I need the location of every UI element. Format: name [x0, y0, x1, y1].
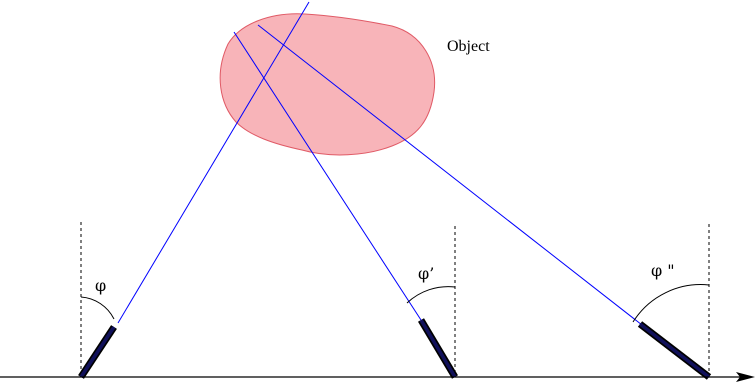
axis-arrowhead-icon — [736, 372, 755, 382]
ray-3 — [257, 24, 643, 326]
angle-arc-1 — [80, 296, 115, 320]
ray-1 — [117, 1, 310, 324]
angle-label-phi-prime: φ’ — [418, 264, 434, 283]
detector-1 — [78, 325, 117, 379]
ray-2 — [233, 31, 422, 321]
object-blob — [219, 13, 436, 156]
angle-arc-3 — [632, 284, 710, 323]
object-label: Object — [447, 38, 490, 55]
angle-arc-2 — [406, 286, 456, 304]
detector-3 — [637, 321, 712, 380]
angle-label-phi: φ — [95, 276, 106, 295]
detector-2 — [417, 318, 459, 379]
angle-label-phi-double-prime: φ " — [651, 261, 675, 280]
